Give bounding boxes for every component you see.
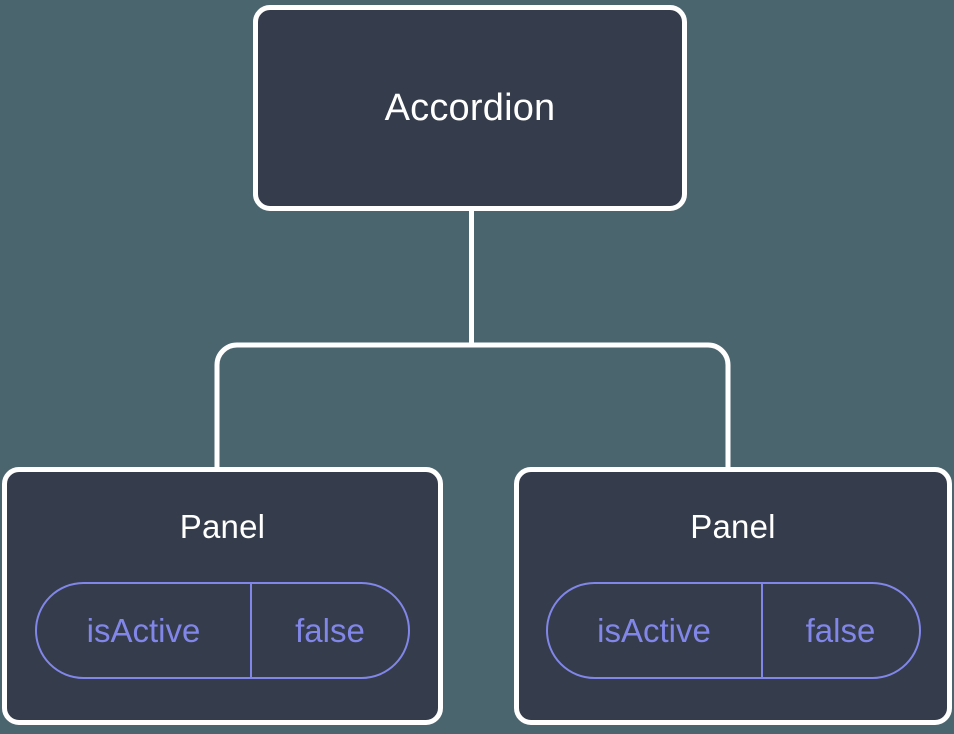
node-title-panel-left: Panel — [179, 508, 266, 545]
state-badge-key: isActive — [548, 584, 763, 677]
state-badge-key: isActive — [37, 584, 252, 677]
state-badge-panel-right[interactable]: isActive false — [545, 582, 921, 679]
state-badge-value: false — [295, 612, 365, 649]
edge-root-to-panel-left — [214, 342, 472, 470]
state-badge-panel-left[interactable]: isActive false — [35, 582, 410, 679]
node-title-accordion: Accordion — [384, 87, 556, 129]
edge-root-to-panel-right — [471, 342, 731, 470]
tree-node-panel-left[interactable]: Panel isActive false — [2, 467, 443, 725]
tree-node-panel-right[interactable]: Panel isActive false — [514, 467, 952, 725]
state-badge-value: false — [805, 612, 876, 649]
node-title-panel-right: Panel — [690, 508, 776, 545]
tree-node-accordion[interactable]: Accordion — [253, 5, 687, 211]
